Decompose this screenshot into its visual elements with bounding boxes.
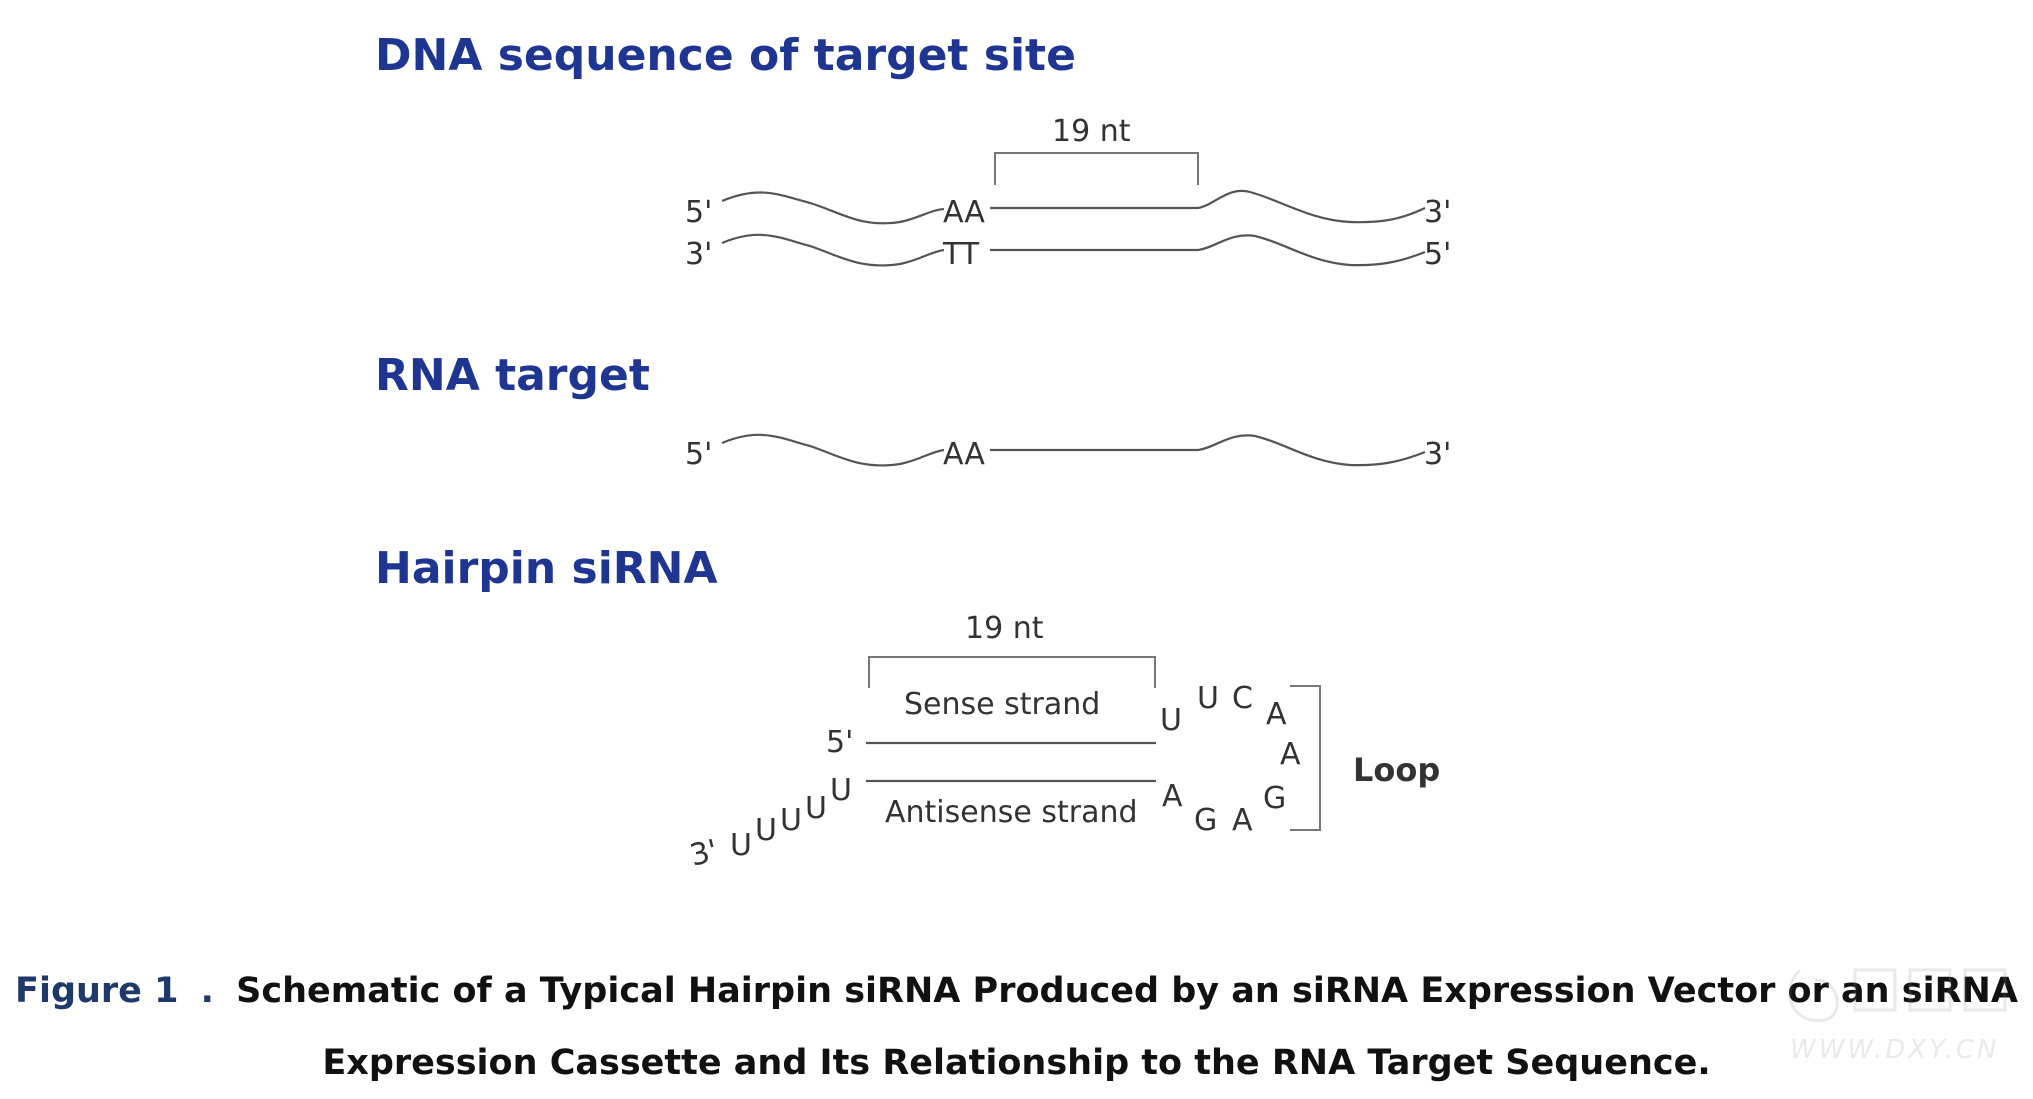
dna-top-3prime: 3' (1424, 195, 1451, 230)
dna-top-right-line (990, 189, 1426, 224)
heading-rna-target: RNA target (375, 350, 650, 401)
rna-diagram: 5' AA 3' (685, 433, 1451, 472)
loop-base-4: A (1266, 697, 1287, 732)
loop-base-9: A (1162, 779, 1183, 814)
antisense-strand-label: Antisense strand (885, 795, 1138, 830)
dna-bottom-left-wave (721, 233, 945, 267)
overhang-base-1: U (730, 828, 752, 863)
hairpin-19nt-bracket (868, 656, 1156, 688)
hairpin-3prime: 3' (686, 833, 721, 874)
loop-base-2: U (1197, 681, 1219, 716)
hairpin-5prime: 5' (826, 725, 853, 760)
caption-text-1: Schematic of a Typical Hairpin siRNA Pro… (236, 971, 2018, 1011)
overhang-base-5: U (830, 773, 852, 808)
dna-bottom-tt: TT (942, 237, 980, 272)
overhang-base-3: U (780, 803, 802, 838)
dna-bottom-right-line (990, 234, 1426, 267)
figure-separator: . (200, 971, 214, 1011)
figure-caption: Figure 1 . Schematic of a Typical Hairpi… (0, 955, 2033, 1099)
loop-base-1: U (1160, 703, 1182, 738)
dna-diagram: 19 nt 5' AA 3' 3' TT 5' (685, 114, 1451, 272)
overhang-base-4: U (805, 791, 827, 826)
rna-3prime: 3' (1424, 437, 1451, 472)
dna-bottom-3prime: 3' (685, 237, 712, 272)
rna-left-wave (721, 433, 945, 467)
figure-number: Figure 1 (15, 971, 179, 1011)
loop-label: Loop (1353, 751, 1440, 789)
heading-hairpin-sirna: Hairpin siRNA (375, 543, 718, 594)
rna-right-line (990, 434, 1426, 467)
heading-dna-target-site: DNA sequence of target site (375, 30, 1076, 81)
caption-line-1: Figure 1 . Schematic of a Typical Hairpi… (0, 955, 2033, 1027)
dna-bottom-5prime: 5' (1424, 237, 1451, 272)
hairpin-diagram: 19 nt Sense strand 5' Antisense strand 3… (686, 611, 1440, 874)
rna-aa: AA (943, 437, 985, 472)
dna-19nt-bracket (994, 152, 1199, 185)
hairpin-nt-label: 19 nt (965, 611, 1044, 646)
loop-base-7: A (1232, 803, 1253, 838)
dna-top-left-wave (721, 191, 945, 225)
loop-base-8: G (1194, 803, 1217, 838)
rna-5prime: 5' (685, 437, 712, 472)
overhang-base-2: U (755, 813, 777, 848)
loop-base-3: C (1232, 681, 1253, 716)
sense-strand-label: Sense strand (904, 687, 1100, 722)
caption-text-2: Expression Cassette and Its Relationship… (322, 1043, 1711, 1083)
loop-base-6: G (1263, 781, 1286, 816)
dna-top-5prime: 5' (685, 195, 712, 230)
loop-base-5: A (1280, 737, 1301, 772)
loop-bracket (1290, 685, 1321, 831)
dna-nt-label: 19 nt (1052, 114, 1131, 149)
dna-top-aa: AA (943, 195, 985, 230)
